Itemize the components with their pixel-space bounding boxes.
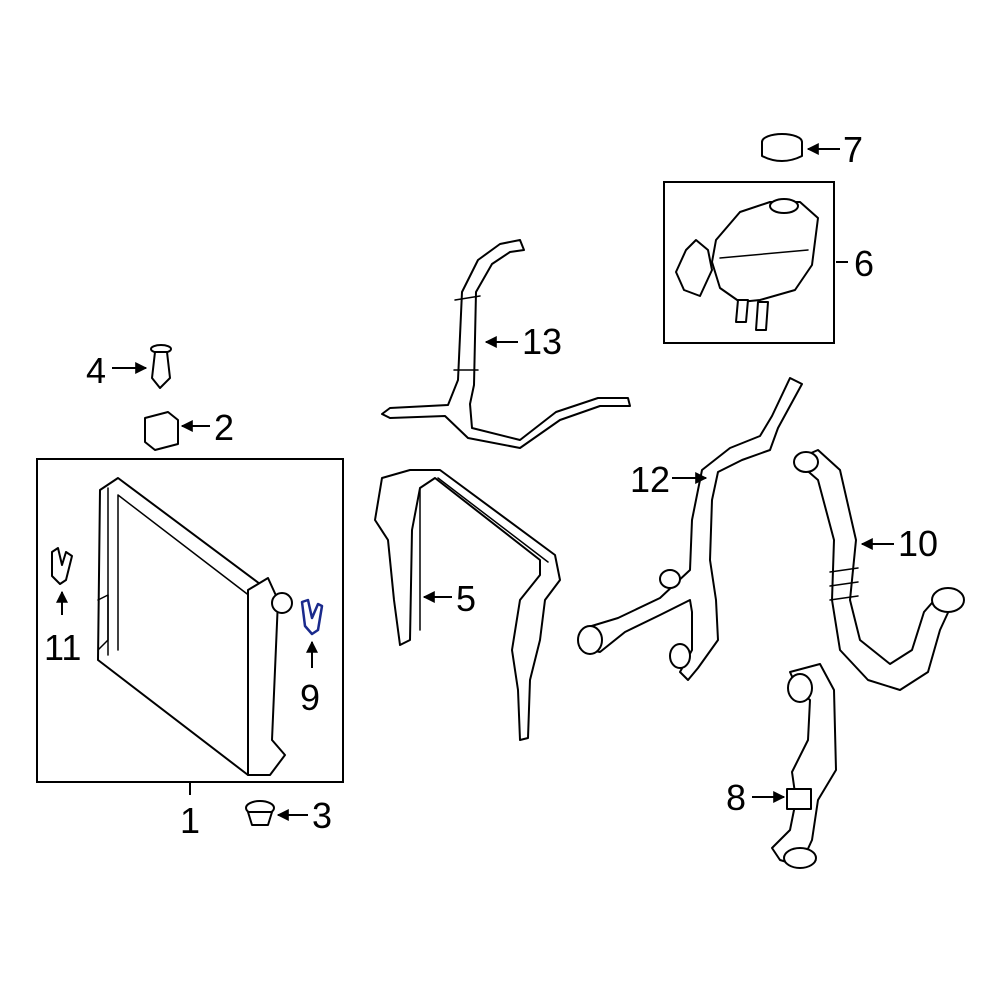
clip-11-icon (51, 547, 73, 585)
callout-6: 6 (854, 243, 874, 284)
reservoir-box (663, 181, 835, 344)
hose-13-icon (381, 239, 631, 449)
fastener-4-icon (150, 344, 172, 389)
callout-3: 3 (312, 795, 332, 836)
cap-7-icon (761, 133, 803, 162)
shroud-5-icon (374, 469, 561, 741)
radiator-assembly (36, 458, 344, 783)
radiator-icon (97, 477, 269, 776)
hose-10-icon (793, 449, 965, 691)
callout-7: 7 (843, 129, 863, 170)
clip-9-icon (300, 598, 324, 636)
callout-8: 8 (726, 777, 746, 818)
callout-9: 9 (300, 677, 320, 718)
callout-1: 1 (180, 800, 200, 841)
callout-10: 10 (898, 523, 938, 564)
callout-11: 11 (44, 627, 81, 668)
hose-8-icon (771, 663, 837, 869)
callout-5: 5 (456, 578, 476, 619)
callout-4: 4 (86, 350, 106, 391)
reservoir-6-icon (675, 198, 819, 331)
callout-2: 2 (214, 407, 234, 448)
callout-12: 12 (630, 459, 670, 500)
hose-12-icon (577, 377, 803, 681)
callout-13: 13 (522, 321, 562, 362)
nut-2-icon (144, 411, 179, 451)
grommet-3-icon (245, 800, 275, 826)
